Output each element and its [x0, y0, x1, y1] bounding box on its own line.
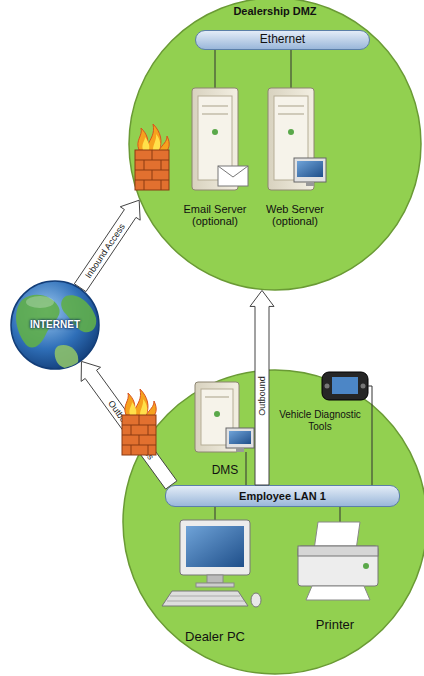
edge-label: Outbound Access: [106, 398, 156, 461]
node-label: INTERNET: [30, 319, 80, 331]
envelope-icon: [218, 166, 248, 186]
diagnostic-device: Vehicle Diagnostic Tools: [270, 372, 370, 432]
network-bus: Employee LAN 1: [165, 485, 400, 507]
printer-icon: [298, 522, 378, 600]
computer: Dealer PC: [165, 515, 265, 645]
node-label: Web Server (optional): [252, 203, 338, 228]
server-icon: [195, 382, 239, 452]
network-wire: [340, 507, 341, 530]
diagnostic-tool-icon: [322, 372, 368, 400]
block-arrow: [74, 200, 140, 291]
network-bus: Ethernet: [195, 30, 370, 50]
server-icon: [268, 88, 314, 190]
globe-land: [16, 295, 96, 369]
network-wire: [291, 50, 292, 88]
server: Email Server (optional): [172, 80, 258, 228]
server: DMS: [190, 380, 260, 478]
circle-shape: [129, 0, 421, 290]
network-zone: Dealership DMZ EthernetEmail Server (opti…: [128, 0, 422, 291]
server-icon: [192, 88, 238, 190]
block-arrow: [81, 361, 177, 489]
lan-zone: [123, 370, 424, 674]
node-label: Vehicle Diagnostic Tools: [270, 409, 370, 432]
internet-globe: INTERNET: [10, 280, 100, 370]
block-arrow: [250, 290, 274, 485]
firewall-icon: [122, 389, 156, 455]
node-label: Ethernet: [260, 33, 305, 47]
edge-label: Outbound: [257, 376, 267, 416]
server: Web Server (optional): [252, 80, 338, 228]
node-label: DMS: [212, 464, 239, 478]
computer-icon: [162, 520, 261, 607]
firewall-icon: [135, 124, 169, 190]
node-label: Dealership DMZ: [233, 5, 316, 18]
network-wire: [215, 507, 216, 520]
node-label: Dealer PC: [185, 630, 245, 645]
monitor-icon: [226, 428, 254, 452]
node-label: Printer: [316, 618, 354, 633]
monitor-icon: [294, 158, 326, 186]
circle-shape: [11, 281, 99, 369]
network-wire: [215, 50, 216, 88]
network-wire: [246, 452, 247, 485]
node-label: Employee LAN 1: [239, 490, 326, 503]
network-wire: [368, 386, 372, 485]
printer: Printer: [290, 515, 380, 633]
edge-label: Inbound Access: [83, 221, 127, 279]
node-label: Email Server (optional): [172, 203, 258, 228]
